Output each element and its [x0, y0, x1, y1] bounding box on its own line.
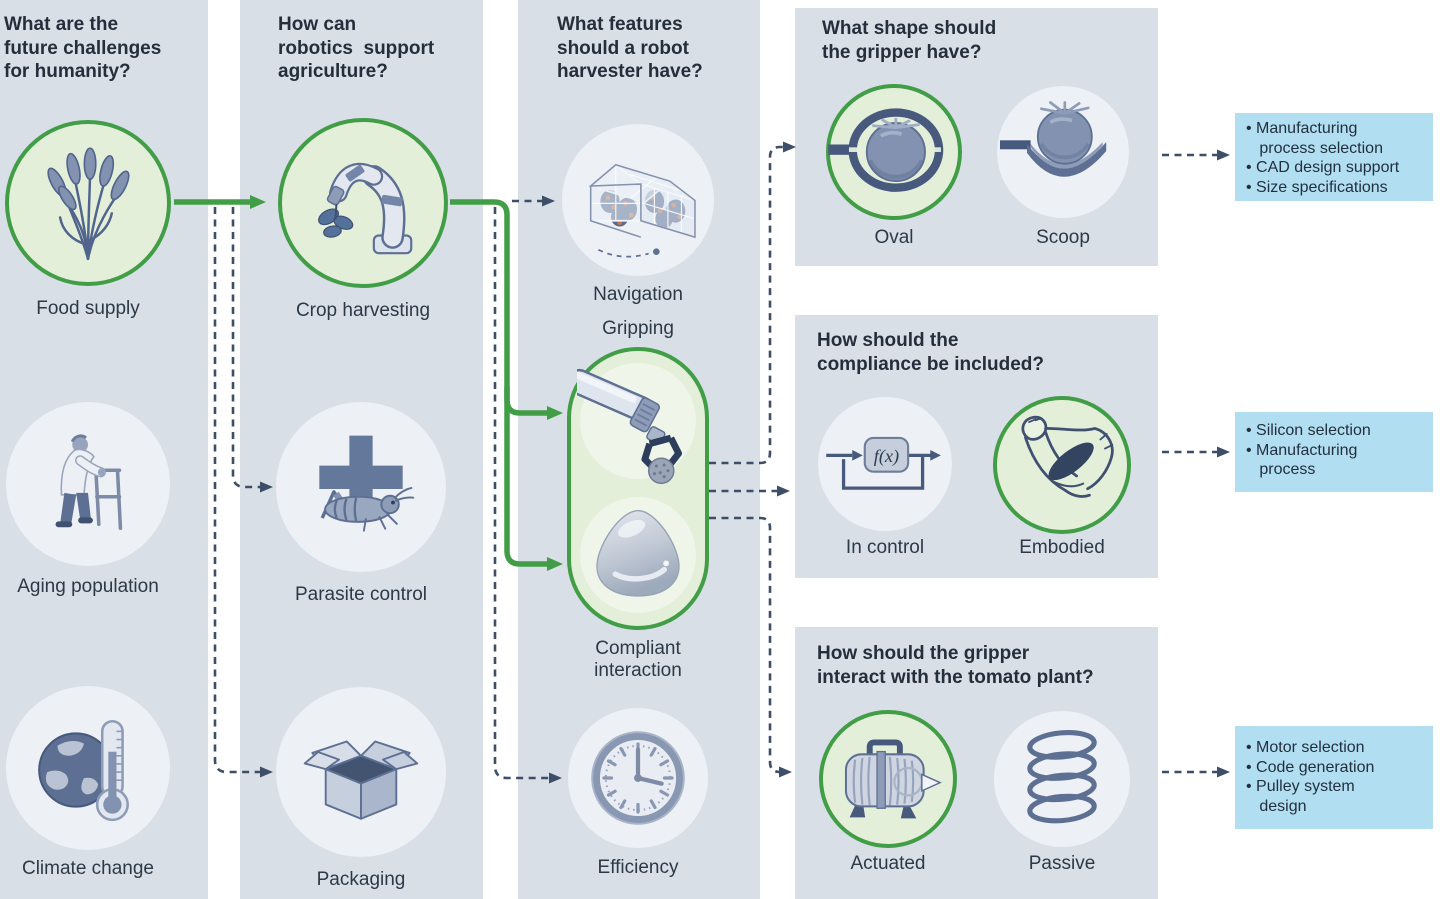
node-aging-population: Aging population [6, 402, 170, 597]
packaging-circle [276, 687, 446, 857]
parasite-control-label: Parasite control [294, 584, 428, 605]
node-crop-harvesting: Crop harvesting [278, 118, 448, 321]
node-food-supply: Food supply [5, 120, 171, 319]
node-parasite-control: Parasite control [276, 402, 446, 605]
feedback-loop-icon: f(x) [826, 436, 941, 490]
passive-circle [994, 711, 1130, 847]
climate-change-circle [6, 686, 170, 850]
passive-label: Passive [1028, 853, 1096, 874]
embodied-circle [993, 396, 1131, 534]
output-box-compliance: • Silicon selection • Manufacturing proc… [1235, 412, 1433, 492]
gripper-shape-title: What shape should the gripper have? [822, 18, 997, 63]
oval-circle [826, 84, 962, 220]
in-control-circle: f(x) [818, 397, 952, 531]
open-box-icon [303, 740, 419, 820]
medical-cross-insect-icon [319, 435, 415, 532]
oval-label: Oval [874, 227, 914, 248]
spring-icon [1027, 730, 1097, 824]
wheat-icon [47, 147, 130, 261]
soft-pebble-icon [596, 509, 680, 597]
scoop-circle [997, 86, 1129, 218]
globe-thermometer-icon [38, 719, 129, 822]
features-title: What features should a robot harvester h… [557, 14, 703, 83]
node-scoop: Scoop [997, 86, 1129, 248]
robotics-title: How can robotics support agriculture? [278, 14, 435, 83]
crop-harvesting-label: Crop harvesting [295, 300, 431, 321]
greenhouse-icon [588, 163, 696, 258]
clock-icon [591, 731, 685, 825]
robot-arm-icon [318, 162, 413, 255]
node-embodied: Embodied [993, 396, 1131, 558]
aging-population-circle [6, 402, 170, 566]
air-pump-icon [844, 739, 942, 819]
node-oval: Oval [826, 84, 962, 248]
efficiency-circle [568, 708, 708, 848]
in-control-label: In control [845, 537, 925, 558]
food-supply-label: Food supply [36, 298, 140, 319]
interaction-title: How should the gripper interact with the… [817, 643, 1094, 688]
efficiency-label: Efficiency [597, 857, 679, 878]
node-navigation: Navigation [562, 124, 714, 305]
gripper-icon [577, 368, 682, 485]
node-efficiency: Efficiency [568, 708, 708, 878]
challenges-title: What are the future challenges for human… [4, 14, 162, 83]
embodied-label: Embodied [1019, 537, 1105, 558]
node-passive: Passive [994, 711, 1130, 874]
parasite-control-circle [276, 402, 446, 572]
output-box-gripper-shape: • Manufacturing process selection • CAD … [1235, 113, 1433, 201]
node-packaging: Packaging [276, 687, 446, 890]
crop-harvesting-circle [278, 118, 448, 288]
climate-change-label: Climate change [21, 858, 155, 879]
scoop-gripper-tomato-icon [1000, 101, 1107, 177]
packaging-label: Packaging [316, 869, 406, 890]
elderly-person-icon [55, 434, 123, 531]
food-supply-circle [5, 120, 171, 286]
actuated-circle [819, 710, 957, 848]
node-actuated: Actuated [819, 710, 957, 874]
scoop-label: Scoop [1036, 227, 1090, 248]
compliant-interaction-label: Compliant interaction [594, 638, 682, 682]
gripping-compliance-pill [567, 347, 709, 630]
navigation-label: Navigation [593, 284, 683, 305]
flexed-arm-icon [1021, 415, 1114, 498]
node-in-control: f(x) In control [818, 397, 952, 558]
actuated-label: Actuated [850, 853, 926, 874]
aging-population-label: Aging population [17, 576, 159, 597]
fx-label: f(x) [874, 446, 899, 467]
output-box-interaction: • Motor selection • Code generation • Pu… [1235, 726, 1433, 829]
navigation-circle [562, 124, 714, 276]
node-climate-change: Climate change [6, 686, 170, 879]
oval-gripper-tomato-icon [828, 108, 944, 192]
gripping-label: Gripping [602, 318, 674, 339]
compliance-title: How should the compliance be included? [817, 330, 1044, 375]
